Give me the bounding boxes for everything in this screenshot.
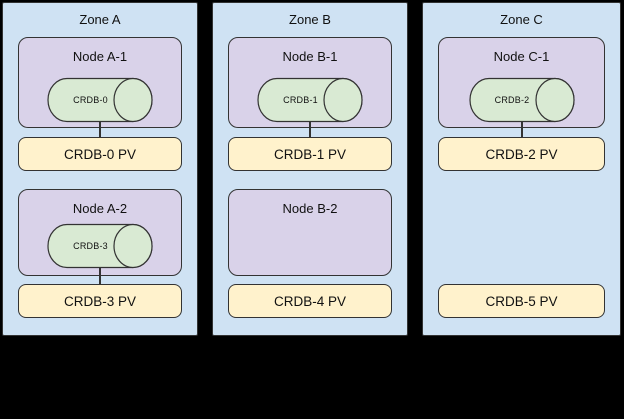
node-c1-box: Node C-1 CRDB-2 xyxy=(438,37,605,128)
crdb-0-pod-label: CRDB-0 xyxy=(73,95,108,105)
node-b1-title: Node B-1 xyxy=(282,49,338,64)
pod-pv-connector xyxy=(99,268,101,285)
node-b2-title: Node B-2 xyxy=(282,201,338,216)
cylinder-shape-icon xyxy=(47,223,153,269)
crdb-1-pod-label: CRDB-1 xyxy=(283,95,318,105)
crdb-2-pv-label: CRDB-2 PV xyxy=(485,146,558,162)
pod-pv-connector xyxy=(309,122,311,138)
crdb-0-pv-box: CRDB-0 PV xyxy=(18,137,182,171)
crdb-1-pod-cylinder: CRDB-1 xyxy=(257,77,363,123)
crdb-5-pv-box: CRDB-5 PV xyxy=(438,284,605,318)
node-c1-title: Node C-1 xyxy=(493,49,550,64)
zone-b-title: Zone B xyxy=(289,12,331,27)
node-a2-box: Node A-2 CRDB-3 xyxy=(18,189,182,276)
crdb-4-pv-label: CRDB-4 PV xyxy=(273,293,346,309)
zone-a-box: Zone A Node A-1 CRDB-0 CRDB-0 PV Node A-… xyxy=(2,2,198,336)
cylinder-shape-icon xyxy=(468,77,575,123)
crdb-5-pv-label: CRDB-5 PV xyxy=(485,293,558,309)
crdb-3-pv-box: CRDB-3 PV xyxy=(18,284,182,318)
crdb-3-pv-label: CRDB-3 PV xyxy=(63,293,136,309)
crdb-2-pod-cylinder: CRDB-2 xyxy=(468,77,575,123)
zone-b-box: Zone B Node B-1 CRDB-1 CRDB-1 PV Node B-… xyxy=(212,2,408,336)
pod-pv-connector xyxy=(520,122,523,138)
crdb-4-pv-box: CRDB-4 PV xyxy=(228,284,392,318)
zone-c-box: Zone C Node C-1 CRDB-2 CRDB-2 PV CRDB-5 … xyxy=(422,2,621,336)
node-a2-title: Node A-2 xyxy=(72,201,128,216)
node-b1-box: Node B-1 CRDB-1 xyxy=(228,37,392,128)
pod-pv-connector xyxy=(99,122,101,138)
crdb-3-pod-cylinder: CRDB-3 xyxy=(47,223,153,269)
crdb-0-pv-label: CRDB-0 PV xyxy=(63,146,136,162)
zone-c-title: Zone C xyxy=(500,12,543,27)
crdb-3-pod-label: CRDB-3 xyxy=(73,241,108,251)
crdb-1-pv-label: CRDB-1 PV xyxy=(273,146,346,162)
cylinder-shape-icon xyxy=(257,77,363,123)
node-b2-box: Node B-2 xyxy=(228,189,392,276)
zone-a-title: Zone A xyxy=(79,12,121,27)
node-a1-title: Node A-1 xyxy=(72,49,128,64)
crdb-2-pod-label: CRDB-2 xyxy=(494,95,530,105)
node-a1-box: Node A-1 CRDB-0 xyxy=(18,37,182,128)
crdb-2-pv-box: CRDB-2 PV xyxy=(438,137,605,171)
crdb-0-pod-cylinder: CRDB-0 xyxy=(47,77,153,123)
crdb-1-pv-box: CRDB-1 PV xyxy=(228,137,392,171)
cylinder-shape-icon xyxy=(47,77,153,123)
